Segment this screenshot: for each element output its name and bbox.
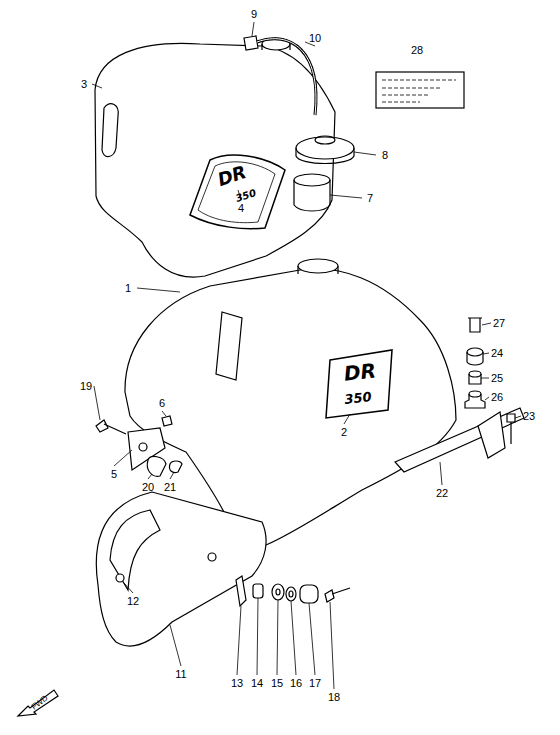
- logo-text: DR: [343, 360, 377, 383]
- callout-number: 6: [159, 398, 165, 409]
- callout-number: 24: [491, 348, 503, 359]
- callout-number: 27: [493, 318, 505, 329]
- callout-number: 18: [328, 692, 340, 703]
- callout-number: 25: [491, 373, 503, 384]
- logo-text: 350: [344, 390, 372, 406]
- callout-number: 8: [382, 150, 388, 161]
- callout-number: 23: [523, 411, 535, 422]
- callout-number: 15: [271, 678, 283, 689]
- callout-number: 17: [309, 678, 321, 689]
- callout-number: 28: [411, 45, 423, 56]
- callout-number: 9: [251, 9, 257, 20]
- callout-number: 1: [125, 283, 131, 294]
- callout-number: 10: [309, 33, 321, 44]
- callout-number: 2: [341, 427, 347, 438]
- callout-number: 20: [142, 482, 154, 493]
- callout-number: 3: [81, 79, 87, 90]
- callout-number: 4: [238, 203, 244, 214]
- callout-number: 5: [111, 469, 117, 480]
- callout-number: 7: [367, 193, 373, 204]
- callout-number: 19: [80, 381, 92, 392]
- callout-number: 14: [251, 678, 263, 689]
- callout-number: 12: [127, 596, 139, 607]
- callout-number: 13: [231, 678, 243, 689]
- callout-number: 22: [436, 488, 448, 499]
- callout-number: 11: [175, 669, 186, 680]
- callout-number: 16: [290, 678, 302, 689]
- callout-number: 26: [491, 392, 503, 403]
- callout-number: 21: [164, 482, 176, 493]
